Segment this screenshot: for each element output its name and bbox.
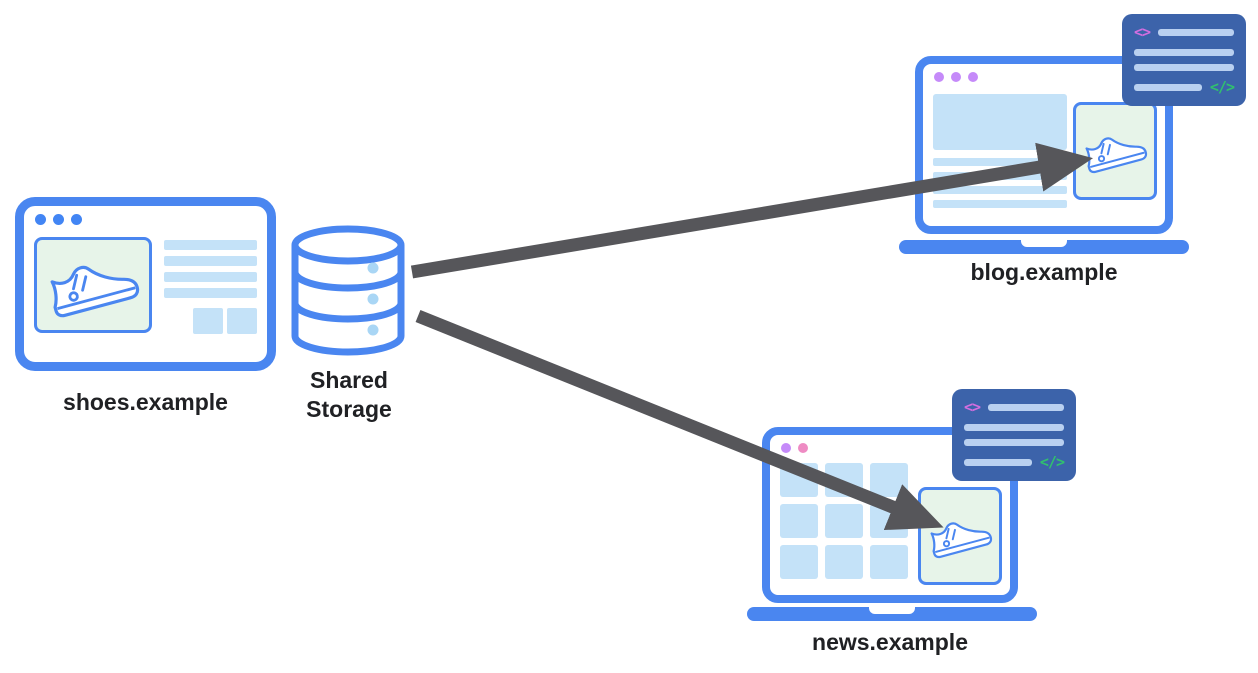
thumbnail-placeholder — [193, 308, 223, 334]
thumbnail-placeholder — [227, 308, 257, 334]
news-site-label: news.example — [812, 629, 968, 655]
text-line — [933, 200, 1067, 208]
code-line — [1158, 29, 1234, 36]
code-line — [1134, 64, 1234, 72]
code-close-icon: </> — [1209, 77, 1235, 96]
cylinder-dot — [367, 262, 379, 274]
grid-cell — [825, 504, 863, 538]
window-dots — [35, 214, 82, 225]
grid-cell — [825, 463, 863, 497]
hero-banner-placeholder — [933, 94, 1067, 150]
code-line — [1134, 83, 1202, 91]
window-dots — [934, 72, 978, 82]
window-dot — [968, 72, 978, 82]
window-dot — [35, 214, 46, 225]
sneaker-icon — [45, 252, 141, 319]
grid-cell — [870, 463, 908, 497]
text-line — [164, 288, 257, 298]
code-line — [964, 423, 1064, 431]
grid-cell — [870, 504, 908, 538]
grid-cell — [780, 504, 818, 538]
window-dot — [53, 214, 64, 225]
sneaker-icon — [1081, 128, 1149, 175]
blog-site-label: blog.example — [970, 259, 1118, 285]
grid-cell — [825, 545, 863, 579]
window-dots — [781, 443, 808, 453]
text-line — [933, 172, 1067, 180]
code-line — [988, 404, 1064, 411]
laptop-base — [747, 607, 1037, 621]
cylinder-dot — [367, 293, 379, 305]
code-close-icon: </> — [1039, 452, 1065, 471]
window-dot — [798, 443, 808, 453]
shoes-browser-window — [15, 197, 276, 371]
text-line — [164, 256, 257, 266]
window-dot — [71, 214, 82, 225]
text-line — [164, 240, 257, 250]
text-placeholder-lines — [164, 240, 257, 298]
window-dot — [934, 72, 944, 82]
text-line — [933, 158, 1067, 166]
shoes-site-label: shoes.example — [63, 389, 228, 415]
code-line — [964, 439, 1064, 447]
grid-cell — [780, 545, 818, 579]
shoe-ad-slot — [1073, 102, 1157, 200]
shoe-ad-slot — [918, 487, 1002, 585]
shoe-product-box — [34, 237, 152, 333]
shared-storage-label: Shared Storage — [306, 367, 392, 422]
code-open-icon: <> — [964, 398, 981, 416]
grid-cell — [870, 545, 908, 579]
code-snippet-card: <> </> — [1122, 14, 1246, 106]
grid-cell — [780, 463, 818, 497]
code-open-icon: <> — [1134, 23, 1151, 41]
article-grid-placeholder — [780, 463, 908, 579]
sneaker-icon — [926, 513, 994, 560]
code-line — [1134, 48, 1234, 56]
cylinder-dot — [367, 324, 379, 336]
text-line — [164, 272, 257, 282]
window-dot — [781, 443, 791, 453]
code-snippet-card: <> </> — [952, 389, 1076, 481]
text-line — [933, 186, 1067, 194]
text-placeholder-lines — [933, 158, 1067, 208]
window-dot — [951, 72, 961, 82]
laptop-base — [899, 240, 1189, 254]
code-line — [964, 458, 1032, 466]
database-icon — [291, 225, 405, 356]
